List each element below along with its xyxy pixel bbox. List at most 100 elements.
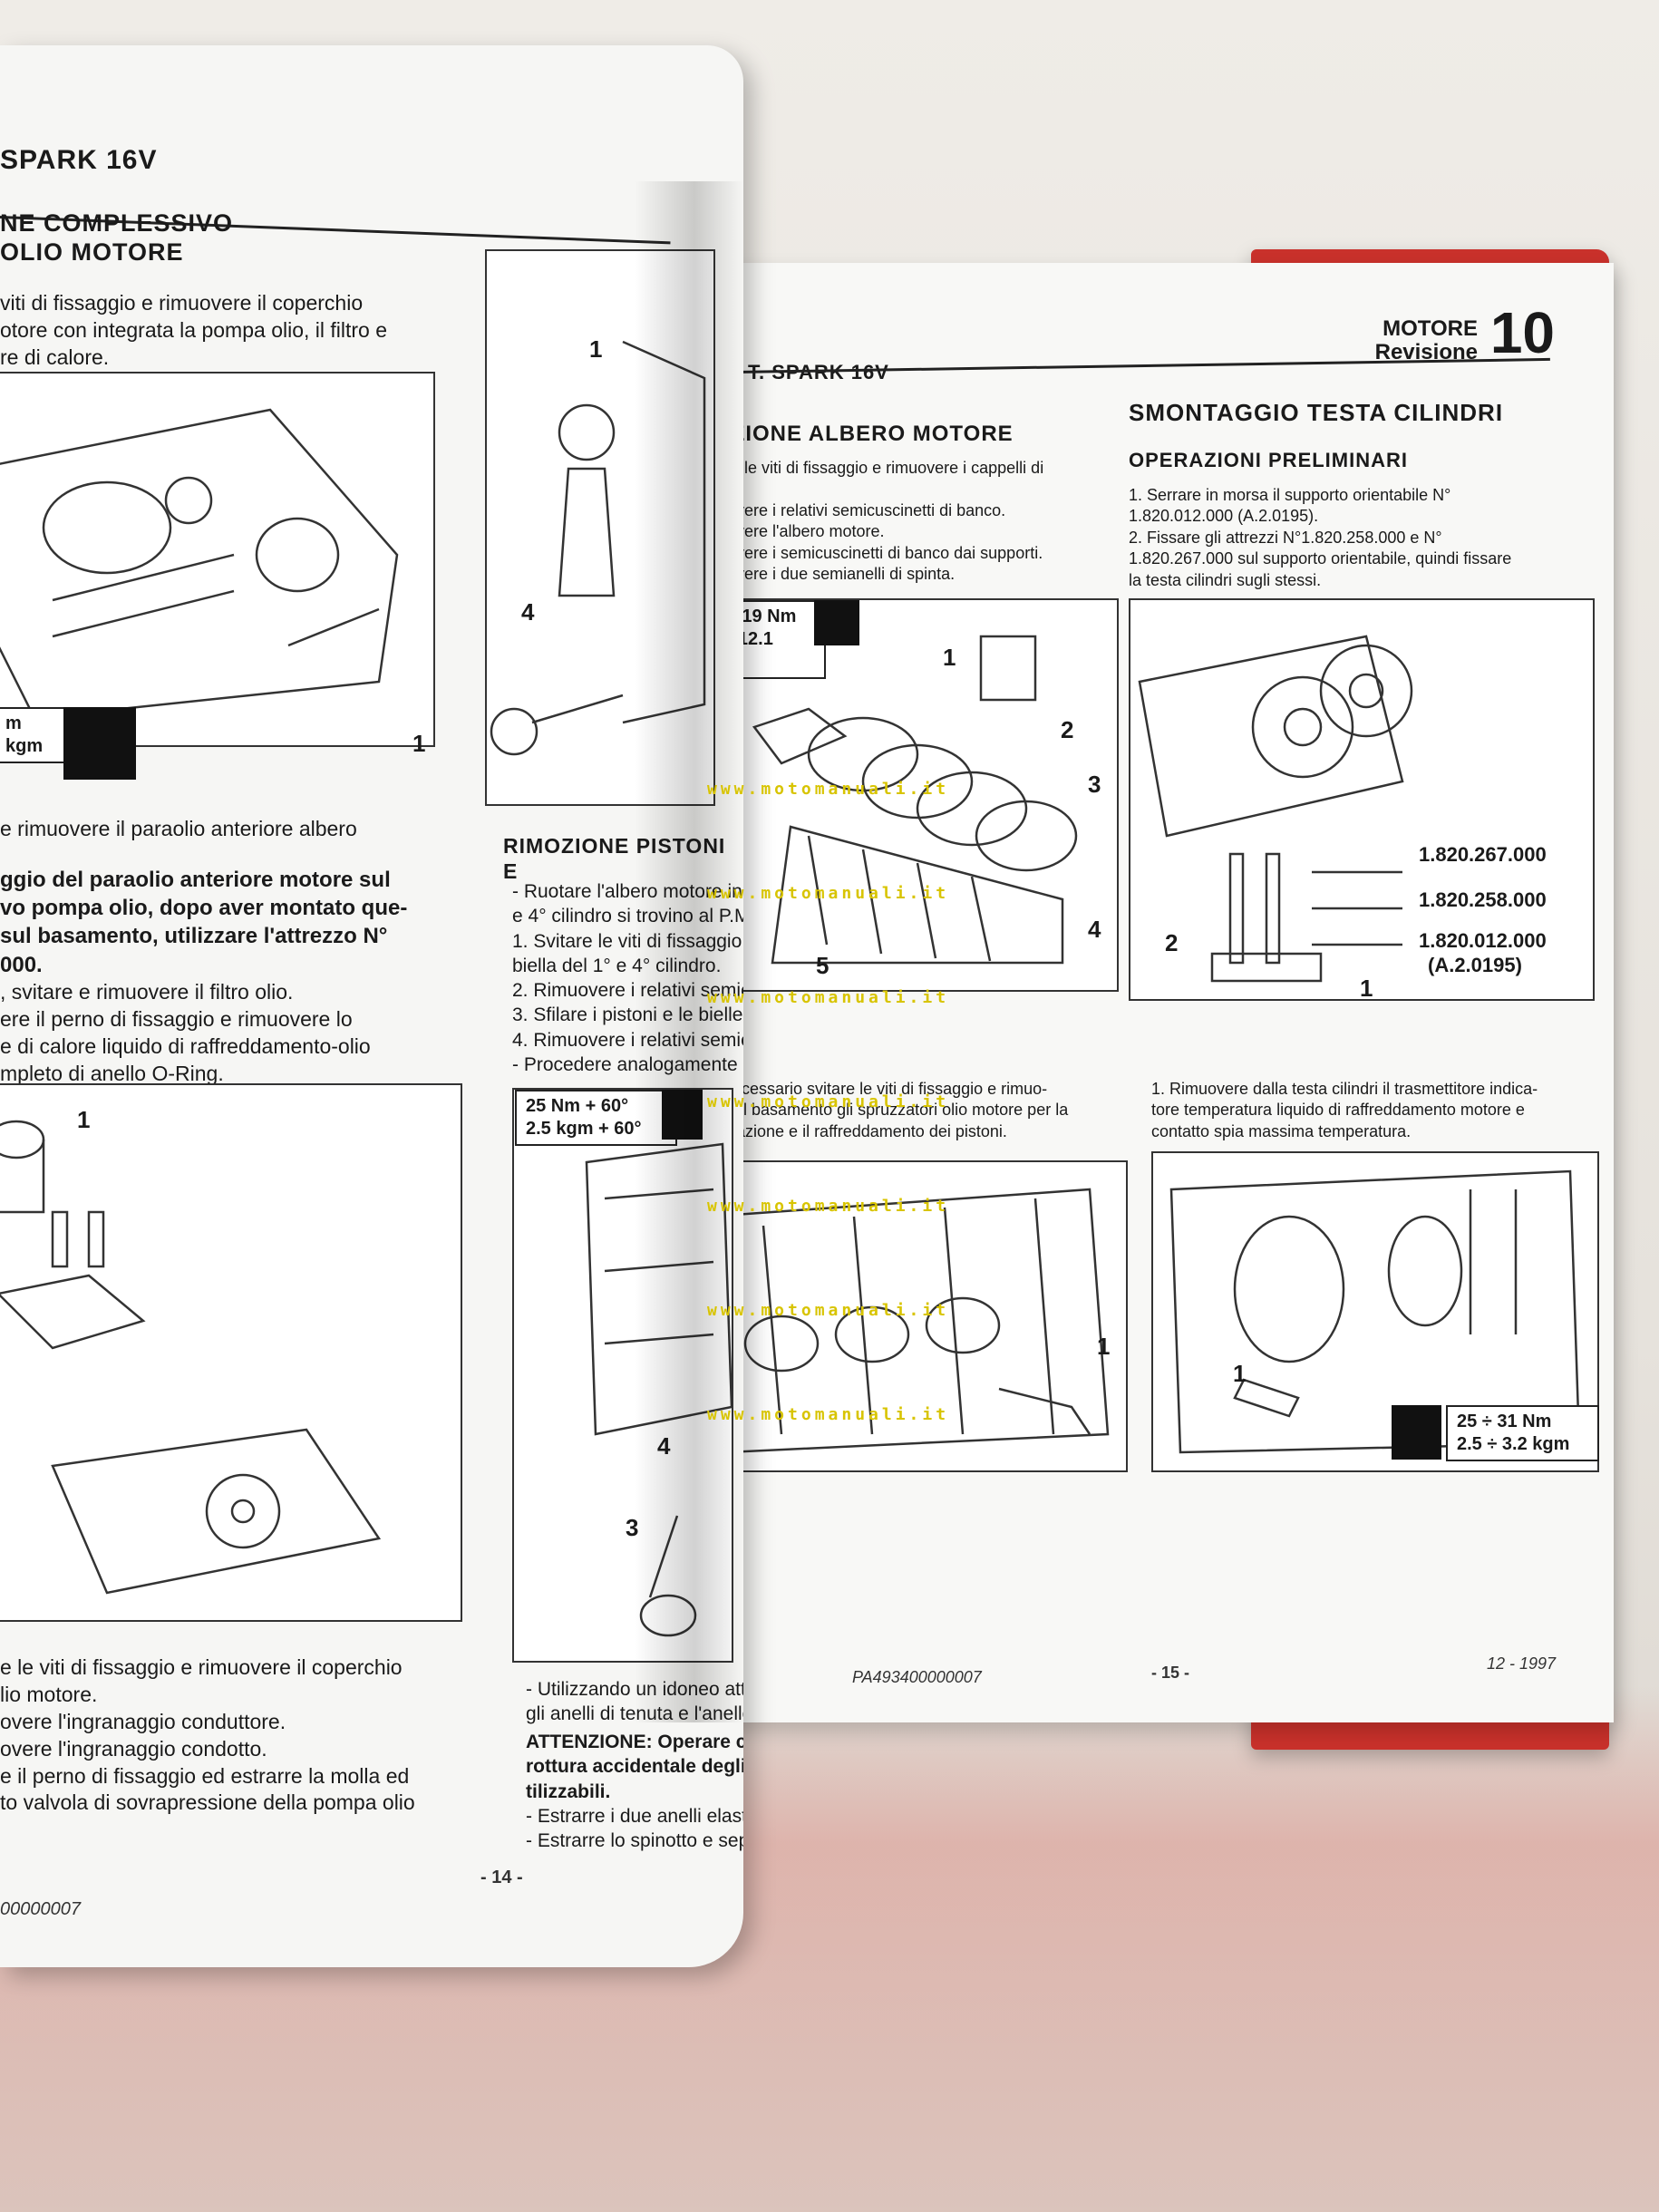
torque-wrench-icon: [1392, 1405, 1441, 1460]
para4: , svitare e rimuovere il filtro olio. er…: [0, 979, 371, 1088]
text-line: - Procedere analogamente per i: [512, 1054, 743, 1076]
text-line: ere il perno di fissaggio e rimuovere lo: [0, 1006, 353, 1031]
text-line: overe l'ingranaggio condotto.: [0, 1736, 267, 1761]
col2-bottom-end: - Estrarre i due anelli elastici - Estra…: [526, 1804, 743, 1854]
text-line: viti di fissaggio e rimuovere il coperch…: [0, 291, 364, 315]
left-footer-code: 00000007: [0, 1899, 81, 1919]
crankshaft-drawing: [752, 635, 1078, 965]
text-line: , svitare e rimuovere il filtro olio.: [0, 980, 294, 1004]
text-line: 1. Svitare le viti di fissaggio e rimuov…: [671, 459, 1044, 477]
callout-1c: 1: [1360, 975, 1373, 1002]
tool-label-2: 1.820.258.000: [1419, 888, 1547, 911]
col1-text2: - Se necessario svitare le viti di fissa…: [689, 1079, 1068, 1142]
text-line: ggio del paraolio anteriore motore sul: [0, 868, 391, 892]
footer-date: 12 - 1997: [1487, 1654, 1557, 1673]
text-line: 2. Rimuovere i relativi semicuscinetti d…: [671, 500, 1006, 519]
torque-nm: 25 Nm + 60°: [526, 1096, 629, 1116]
text-line: - Utilizzando un idoneo attrezzo: [526, 1679, 743, 1700]
piston-drawing: [585, 1142, 732, 1637]
text-line: 1. Rimuovere dalla testa cilindri il tra…: [1151, 1080, 1538, 1098]
callout-1b: 1: [77, 1106, 91, 1133]
col2-torque-box: 25 Nm + 60° 2.5 kgm + 60°: [515, 1090, 677, 1146]
para2: e rimuovere il paraolio anteriore albero: [0, 816, 357, 843]
col2-title: SMONTAGGIO TESTA CILINDRI: [1129, 399, 1504, 426]
text-line: re di calore.: [0, 344, 110, 369]
torque-nm: 25 ÷ 31 Nm: [1457, 1412, 1552, 1431]
watermark: www.motomanuali.it: [707, 884, 950, 903]
oil-pump-cover-drawing: [0, 408, 399, 720]
title-line: OLIO MOTORE: [0, 238, 184, 267]
text-line: vo pompa olio, dopo aver montato que-: [0, 896, 408, 921]
callout-5: 5: [816, 952, 830, 979]
text-line: e le viti di fissaggio e rimuovere il co…: [0, 1655, 403, 1679]
watermark: www.motomanuali.it: [707, 1092, 950, 1111]
tool-label-4: (A.2.0195): [1428, 954, 1522, 976]
text-line: la testa cilindri sugli stessi.: [1129, 570, 1322, 589]
text-line: 000.: [0, 952, 43, 977]
text-line: e 4° cilindro si trovino al P.M.: [512, 906, 743, 927]
text-line: lubrificazione e il raffreddamento dei p…: [689, 1121, 1007, 1140]
pump-gear-figure: [485, 249, 715, 806]
col2-text2: 1. Rimuovere dalla testa cilindri il tra…: [1151, 1079, 1538, 1142]
cylinder-head-figure: [1129, 598, 1595, 1001]
text-line: sul basamento, utilizzare l'attrezzo N°: [0, 924, 388, 949]
tool-label-1: 1.820.267.000: [1419, 843, 1547, 866]
cylinder-head-drawing: [1138, 635, 1413, 983]
right-footer-code: PA493400000007: [852, 1668, 982, 1686]
left-page: SPARK 16V NE COMPLESSIVO OLIO MOTORE vit…: [0, 45, 743, 1967]
col2-torque-box: 25 ÷ 31 Nm 2.5 ÷ 3.2 kgm: [1446, 1405, 1599, 1461]
watermark: www.motomanuali.it: [707, 1405, 950, 1424]
text-line: 3. Sfilare i pistoni e le bielle d: [512, 1004, 743, 1026]
text-line: 2. Rimuovere i relativi semicu: [512, 980, 743, 1002]
torque-kgm: kgm: [5, 736, 44, 756]
text-line: e il perno di fissaggio ed estrarre la m…: [0, 1763, 410, 1788]
callout-1d: 1: [1233, 1360, 1247, 1387]
text-line: lio motore.: [0, 1682, 98, 1706]
section1-title: NE COMPLESSIVO OLIO MOTORE: [0, 209, 233, 267]
col2-subtitle: OPERAZIONI PRELIMINARI: [1129, 449, 1409, 471]
para3-bold: ggio del paraolio anteriore motore sul v…: [0, 866, 407, 979]
torque-wrench-icon: [63, 707, 136, 780]
torque-wrench-icon: [662, 1090, 703, 1140]
text-line: ATTENZIONE: Operare con cu: [526, 1732, 743, 1752]
text-line: 1. Serrare in morsa il supporto orientab…: [1129, 486, 1451, 504]
callout-1: 1: [412, 730, 426, 757]
text-line: gli anelli di tenuta e l'anello r: [526, 1703, 743, 1725]
col2-bottom: - Utilizzando un idoneo attrezzo gli ane…: [526, 1677, 743, 1727]
text-line: 1.820.012.000 (A.2.0195).: [1129, 507, 1319, 526]
text-line: - Estrarre lo spinotto e separar: [526, 1830, 743, 1852]
callout-1c: 1: [589, 335, 603, 363]
callout-4b: 4: [657, 1432, 671, 1460]
callout-2c: 2: [1165, 929, 1179, 956]
text-line: vere dal basamento gli spruzzatori olio …: [689, 1101, 1069, 1120]
text-line: 1. Svitare le viti di fissaggio e: [512, 930, 743, 952]
watermark: www.motomanuali.it: [707, 988, 950, 1007]
oil-filter-figure: [0, 1083, 462, 1622]
text-line: - Estrarre i due anelli elastici: [526, 1806, 743, 1827]
callout-4: 4: [521, 598, 535, 626]
section-number: 10: [1489, 300, 1555, 365]
torque-wrench-icon: [814, 600, 859, 645]
text-line: 4. Rimuovere i relativi semicus: [512, 1029, 743, 1051]
pump-gear-drawing: [490, 340, 706, 756]
torque-kgm: 2.5 ÷ 3.2 kgm: [1457, 1434, 1570, 1454]
text-line: 2. Fissare gli attrezzi N°1.820.258.000 …: [1129, 528, 1442, 547]
text-line: contatto spia massima temperatura.: [1151, 1121, 1412, 1140]
callout-3: 3: [1088, 771, 1101, 798]
watermark: www.motomanuali.it: [707, 780, 950, 799]
text-line: tilizzabili.: [526, 1780, 611, 1802]
section-label: MOTORE Revisione: [1375, 316, 1478, 365]
right-page: 1970 T. SPARK 16V MOTORE Revisione 10 RI…: [671, 263, 1614, 1722]
watermark: www.motomanuali.it: [707, 1197, 950, 1216]
tool-label-3: 1.820.012.000: [1419, 929, 1547, 952]
col2-steps: 1. Serrare in morsa il supporto orientab…: [1129, 485, 1511, 591]
callout-1: 1: [943, 644, 956, 671]
callout-3: 3: [626, 1514, 639, 1541]
left-torque-box: m kgm: [0, 707, 71, 763]
text-line: 1.820.267.000 sul supporto orientabile, …: [1129, 549, 1512, 568]
text-line: e rimuovere il paraolio anteriore albero: [0, 817, 357, 840]
torque-nm: m: [5, 713, 22, 733]
text-line: to valvola di sovrapressione della pompa…: [0, 1790, 415, 1815]
text-line: overe l'ingranaggio conduttore.: [0, 1709, 286, 1733]
right-page-number: - 15 -: [1151, 1664, 1190, 1682]
